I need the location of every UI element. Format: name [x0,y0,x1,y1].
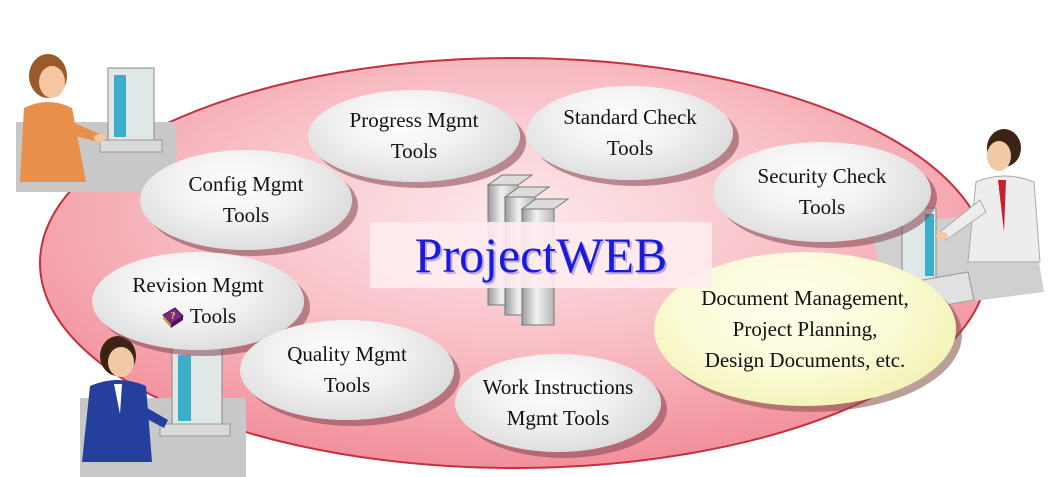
woman-at-computer [16,54,176,192]
bubble-line: Standard Check [563,105,697,129]
bubble-line: Tools [323,373,371,397]
bubble-line: Mgmt Tools [506,406,610,430]
bubble-line: Design Documents, etc. [704,347,906,372]
bubble-line: Tools [606,136,654,160]
config-mgmt-tools-bubble: Config Mgmt Tools [140,150,352,250]
progress-mgmt-tools-bubble: Progress Mgmt Tools [308,90,520,182]
bubble-line: Work Instructions [482,375,634,399]
standard-check-tools-bubble: Standard Check Tools [527,86,733,180]
bubble-line: Revision Mgmt [132,273,264,297]
bubble-line: Config Mgmt [188,172,304,196]
bubble-line: Security Check [757,164,887,188]
work-instructions-mgmt-tools-bubble: Work Instructions Mgmt Tools [455,354,661,452]
revision-mgmt-tools-bubble: Revision Mgmt ? Tools [92,252,304,350]
security-check-tools-bubble: Security Check Tools [713,142,931,242]
quality-mgmt-tools-bubble: Quality Mgmt Tools [240,320,454,420]
help-book-icon: ? [162,306,184,328]
bubble-line: Tools [390,139,438,163]
bubble-line: Project Planning, [732,316,878,341]
bubble-line-with-icon: ? Tools [160,301,236,332]
projectweb-title: ProjectWEB [370,222,712,288]
bubble-line: Tools [222,203,270,227]
bubble-line: Tools [189,304,237,328]
bubble-line: Tools [798,195,846,219]
svg-text:?: ? [170,311,175,322]
man-in-suit-at-computer [80,336,246,477]
bubble-line: Progress Mgmt [349,108,479,132]
bubble-line: Document Management, [701,285,909,310]
bubble-line: Quality Mgmt [287,342,407,366]
